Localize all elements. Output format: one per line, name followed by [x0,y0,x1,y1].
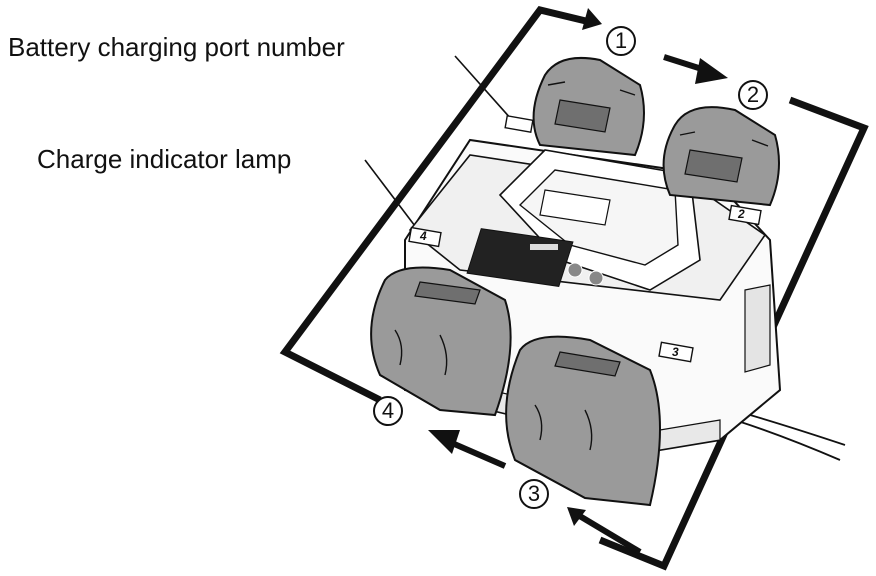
lamp-leader-line [364,159,419,231]
port-number-4: 4 [419,229,427,243]
port-leader-line [454,55,513,121]
charge-indicator-lamp-port-3 [658,341,694,363]
port-number-3: 3 [672,345,679,359]
arrow-3-to-4-head [428,430,460,454]
arrow-1-to-2-head [695,58,728,84]
charge-indicator-lamp-port-1 [504,115,534,133]
control-panel [466,228,604,288]
sequence-number-2: 2 [738,80,768,110]
arrow-bottom [567,507,586,526]
charge-indicator-lamp-port-4 [408,226,442,248]
charge-indicator-lamp-port-2 [728,204,762,226]
charge-indicator-lamp-label: Charge indicator lamp [37,144,292,174]
battery-port-1 [532,56,645,157]
arrow-top [582,8,602,30]
battery-port-2 [662,106,780,207]
battery-charging-port-number-label: Battery charging port number [8,32,345,62]
battery-port-4 [370,266,512,417]
sequence-number-3: 3 [519,479,549,509]
sequence-path [279,6,591,404]
sequence-number-4: 4 [373,396,403,426]
sequence-number-1: 1 [606,26,636,56]
arrow-3-to-4 [450,440,507,469]
arrow-to-3 [576,512,642,555]
battery-port-3 [505,335,661,507]
port-number-2: 2 [737,207,745,221]
